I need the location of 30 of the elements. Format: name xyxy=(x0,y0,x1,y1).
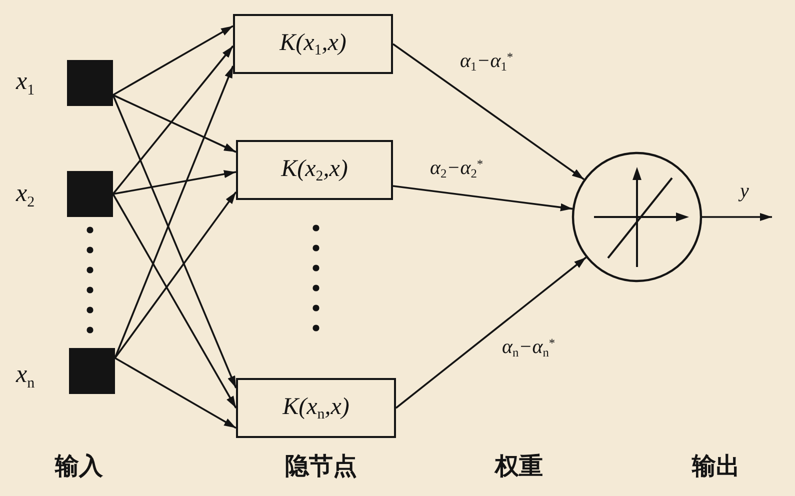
arrow xyxy=(392,43,584,180)
kernel-box xyxy=(236,378,396,438)
arrow xyxy=(114,66,234,358)
column-heading: 输入 xyxy=(55,452,103,481)
arrow xyxy=(395,256,587,409)
arrow xyxy=(114,357,236,429)
arrow xyxy=(112,170,236,195)
kernel-formula: K(x$_{2}$,x) xyxy=(281,156,348,184)
arrow xyxy=(112,45,234,195)
input-variable-label: x$_{n}$ xyxy=(16,361,35,388)
input-node xyxy=(67,171,113,217)
arrow xyxy=(702,213,772,221)
column-heading: 权重 xyxy=(495,452,543,481)
arrow xyxy=(112,194,237,408)
input-node xyxy=(67,60,113,106)
input-variable-label: x$_{1}$ xyxy=(16,68,35,96)
arrow xyxy=(114,191,237,359)
input-node xyxy=(69,348,115,394)
arrow xyxy=(112,94,237,388)
arrow xyxy=(392,185,573,212)
kernel-box xyxy=(233,14,393,74)
arrow xyxy=(112,25,234,96)
kernel-formula: K(x$_{n}$,x) xyxy=(282,394,350,422)
input-variable-label: x$_{2}$ xyxy=(16,180,35,208)
kernel-formula: K(x$_{1}$,x) xyxy=(280,30,346,58)
output-neuron xyxy=(572,152,702,282)
column-heading: 输出 xyxy=(692,452,740,481)
column-heading: 隐节点 xyxy=(285,452,357,481)
kernel-box xyxy=(236,140,393,200)
arrow xyxy=(112,94,236,153)
